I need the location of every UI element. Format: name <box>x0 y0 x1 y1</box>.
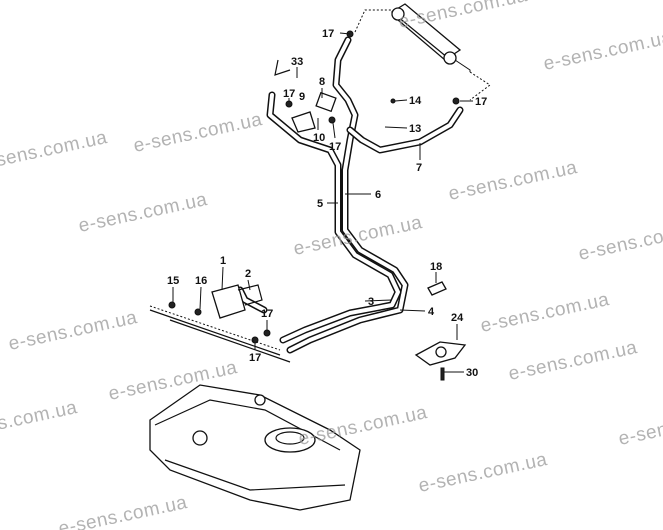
watermark: e-sens.com.ua <box>132 109 265 157</box>
watermark: e-sens.com.ua <box>77 189 210 237</box>
callout: 14 <box>409 95 422 107</box>
callout: 17 <box>475 96 487 108</box>
callout: 17 <box>249 352 261 364</box>
callout: 5 <box>317 198 323 210</box>
fuel-tank <box>149 305 361 511</box>
callout: 4 <box>428 306 435 318</box>
callout: 17 <box>283 88 295 100</box>
watermark: e-sens.com.ua <box>7 307 140 355</box>
callout: 15 <box>167 275 179 287</box>
callout: 17 <box>329 141 341 153</box>
callout-numbers: 17 33 8 17 9 10 17 14 13 17 7 6 5 18 1 2… <box>167 28 487 379</box>
callout: 9 <box>299 91 305 103</box>
fuel-feed-tubes <box>236 36 464 354</box>
watermark: e-sens.com.ua <box>57 492 190 530</box>
watermark: e-sens.com.ua <box>417 449 550 497</box>
callout: 16 <box>195 275 207 287</box>
watermark: e-sens.com.ua <box>479 289 612 337</box>
callout: 2 <box>245 268 251 280</box>
leader-lines <box>172 32 473 373</box>
callout: 1 <box>220 255 226 267</box>
watermark: e-sens.com.ua <box>577 217 663 265</box>
callout: 3 <box>368 296 374 308</box>
callout: 8 <box>319 76 325 88</box>
watermark: e-sens.com.ua <box>447 157 580 205</box>
fuel-rail <box>354 3 491 101</box>
callout: 30 <box>466 367 478 379</box>
watermark: e-sens.com.ua <box>617 402 663 450</box>
watermark: e-sens.com.ua <box>0 397 79 445</box>
small-parts <box>168 30 467 381</box>
watermark: e-sens.com.ua <box>397 0 530 33</box>
callout: 17 <box>261 308 273 320</box>
watermark: e-sens.com.ua <box>542 27 663 75</box>
callout: 10 <box>313 132 325 144</box>
callout: 7 <box>416 162 422 174</box>
callout: 18 <box>430 261 442 273</box>
watermark: e-sens.com.ua <box>297 402 430 450</box>
watermark: e-sens.com.ua <box>0 127 109 175</box>
callout: 13 <box>409 123 421 135</box>
callout: 24 <box>451 312 464 324</box>
watermark: e-sens.com.ua <box>507 337 640 385</box>
callout: 6 <box>375 189 381 201</box>
callout: 17 <box>322 28 334 40</box>
callout: 33 <box>291 56 303 68</box>
